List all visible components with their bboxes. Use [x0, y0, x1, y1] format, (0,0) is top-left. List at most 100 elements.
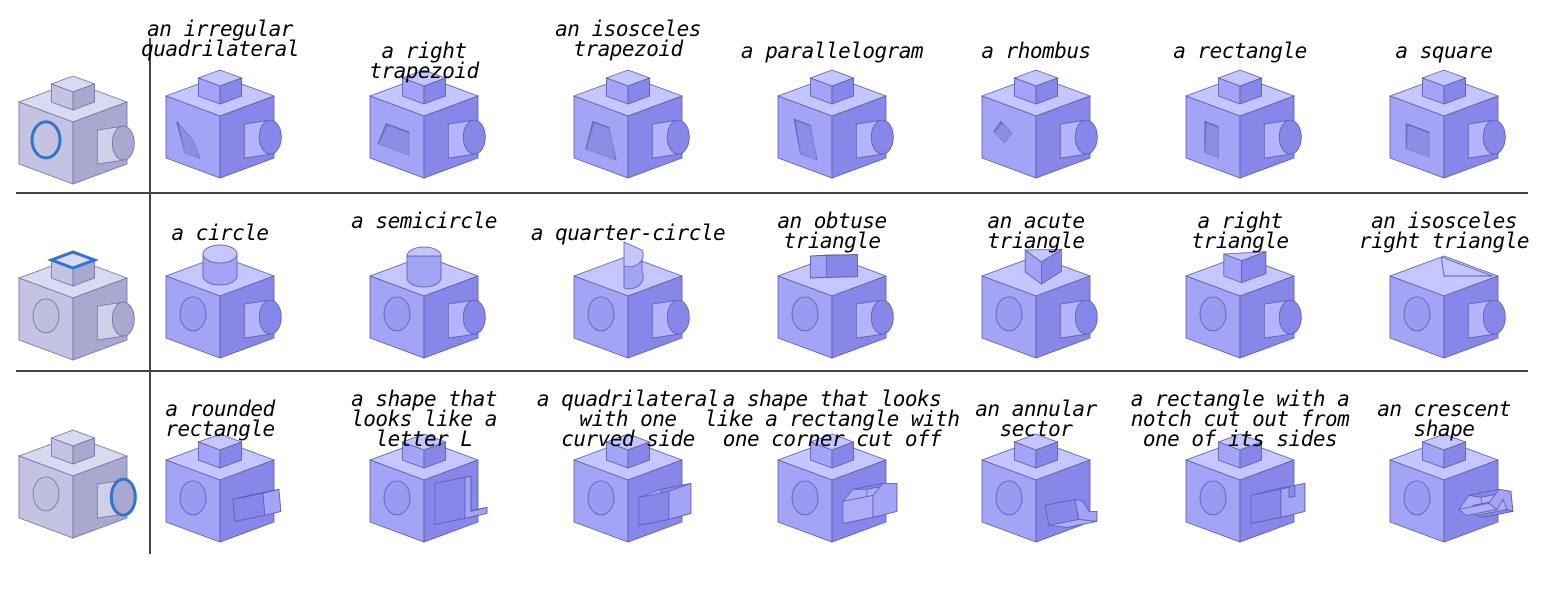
boss-right-face — [72, 437, 95, 465]
right-cylinder-boss — [1467, 119, 1506, 159]
right-cylinder-boss — [243, 299, 282, 339]
top-boss — [50, 429, 96, 465]
variant-label-line: a shape that — [351, 387, 497, 411]
top-boss — [50, 75, 96, 111]
annular-end — [1074, 498, 1098, 522]
vertical-divider — [149, 38, 151, 554]
rectangle-cutout — [1204, 120, 1221, 160]
notched-side — [1250, 488, 1282, 524]
boss-right-face — [219, 441, 243, 469]
top-boss — [605, 69, 651, 105]
left-face-hole — [587, 296, 615, 332]
variant-cube-r3-c4 — [776, 433, 898, 543]
right-triangle-top-boss — [1223, 251, 1267, 284]
variant-label-line: curved side — [561, 427, 695, 451]
reference-cubes — [17, 75, 137, 539]
left-face-hole — [791, 296, 819, 332]
highlight-ring — [109, 477, 137, 517]
cylinder-end — [870, 119, 894, 155]
left-face-hole — [179, 296, 207, 332]
variant-label-line: a rounded — [165, 397, 275, 421]
variant-cube-r1-c1 — [164, 69, 282, 179]
variant-label-line: triangle — [783, 229, 880, 253]
variant-cube-r3-c6 — [1184, 433, 1306, 543]
top-boss — [1013, 69, 1059, 105]
rhombus-cutout — [993, 120, 1014, 145]
boss-right-face — [1443, 441, 1466, 469]
cylinder-end — [258, 299, 282, 335]
right-cylinder-boss — [243, 119, 282, 159]
variant-label-line: notch cut out from — [1131, 407, 1350, 431]
variant-cube-r2-c4 — [776, 254, 894, 359]
variant-label-line: trapezoid — [369, 59, 479, 83]
variant-label-line: triangle — [987, 229, 1084, 253]
obtuse-wall — [826, 254, 858, 278]
row-divider-2 — [16, 370, 1528, 372]
cylinder-end — [1482, 299, 1506, 335]
right-cylinder-boss — [1263, 299, 1302, 339]
right-cylinder-boss — [855, 119, 894, 159]
variant-label-line: looks like a — [351, 407, 497, 431]
variant-cube-r3-c3 — [572, 433, 692, 543]
top-boss — [1217, 433, 1263, 469]
variant-cube-r3-c1 — [164, 433, 282, 543]
curved-end — [668, 482, 692, 520]
rounded-end — [262, 488, 282, 516]
variant-label-line: sector — [1000, 417, 1074, 441]
rounded-rectangle-extrusion — [232, 488, 282, 522]
triangle-outline — [1440, 256, 1493, 277]
variant-label-line: triangle — [1191, 229, 1288, 253]
variant-cube-r3-c5 — [980, 433, 1098, 543]
obtuse-wall — [810, 254, 827, 279]
variant-label-line: an crescent — [1377, 397, 1511, 421]
boss-right-face — [72, 83, 95, 111]
boss-right-face — [627, 77, 650, 105]
cutout-depth — [378, 125, 411, 157]
top-boss — [605, 433, 651, 469]
variant-cube-r1-c3 — [572, 69, 690, 179]
cutout-depth — [1406, 125, 1431, 159]
variant-label-line: quadrilateral — [141, 37, 299, 61]
variant-cube-r2-c7 — [1388, 255, 1506, 359]
notched-end — [1280, 482, 1306, 518]
highlight-ring — [30, 120, 62, 160]
top-boss — [809, 433, 855, 469]
right-cylinder-boss — [651, 299, 690, 339]
l-shape-side — [434, 476, 466, 525]
left-face-hole — [587, 480, 615, 516]
quarter-circle-top-boss — [623, 241, 644, 290]
right-cylinder-boss — [855, 299, 894, 339]
variant-label-line: one of its sides — [1143, 427, 1337, 451]
cylinder-end — [1074, 299, 1098, 335]
top-boss — [1421, 433, 1467, 469]
circle-top — [202, 244, 238, 264]
top-boss — [401, 433, 447, 469]
left-face-hole — [1403, 296, 1431, 332]
variant-label-line: an isosceles — [555, 17, 701, 41]
top-boss — [197, 69, 243, 105]
row-divider-1 — [16, 192, 1528, 194]
variant-label-line: a rectangle with a — [1131, 387, 1350, 411]
triangle-base — [1441, 256, 1493, 277]
cutout-depth — [993, 123, 1014, 145]
boss-right-face — [831, 77, 854, 105]
variant-cube-r2-c3 — [572, 241, 690, 359]
top-boss — [197, 433, 243, 469]
parallelogram-cutout — [793, 118, 818, 162]
cylinder-end — [462, 299, 486, 335]
cylinder-end — [1482, 119, 1506, 155]
acute-top — [1024, 248, 1063, 263]
left-face-hole — [32, 476, 60, 512]
left-face-hole — [791, 480, 819, 516]
semicircle-top — [406, 246, 442, 257]
top-boss — [401, 69, 447, 105]
cut-corner-rectangle-extrusion — [841, 482, 898, 524]
variant-cubes — [164, 69, 1515, 543]
crescent-extrusion — [1458, 488, 1515, 518]
variant-label-line: an acute — [987, 209, 1084, 233]
left-face-hole — [1199, 296, 1227, 332]
variant-label-line: an irregular — [147, 17, 294, 41]
cylinder-end — [1278, 119, 1302, 155]
